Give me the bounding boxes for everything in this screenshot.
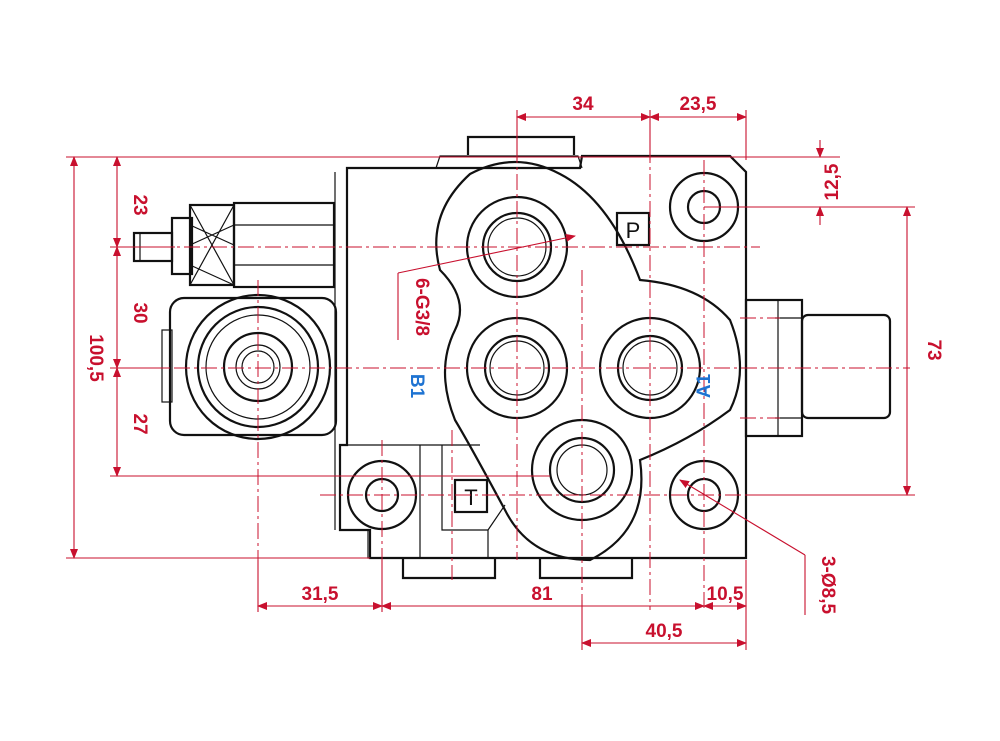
dim-23-left: 23 [129, 194, 150, 215]
center-lines [120, 120, 910, 650]
dimension-lines [70, 113, 911, 647]
dim-81: 81 [531, 584, 553, 605]
port-block-outline [435, 160, 742, 562]
dim-34: 34 [572, 94, 594, 115]
dim-23-5-top: 23,5 [680, 94, 717, 115]
dim-40-5: 40,5 [646, 621, 683, 642]
svg-text:P: P [626, 218, 641, 243]
p-marking: P [615, 211, 651, 247]
dim-100-5: 100,5 [85, 334, 106, 382]
hole-callout: 3-Ø8,5 [817, 556, 838, 615]
dim-30: 30 [129, 302, 150, 323]
svg-text:T: T [464, 485, 477, 510]
spool-cap-left [161, 293, 338, 441]
dim-12-5: 12,5 [822, 163, 843, 200]
dim-31-5: 31,5 [302, 584, 339, 605]
dim-73: 73 [923, 339, 944, 360]
dim-27: 27 [129, 413, 150, 434]
port-label-a1: A1 [694, 373, 715, 398]
dim-10-5: 10,5 [707, 584, 744, 605]
relief-valve [132, 201, 336, 289]
leader-lines [397, 233, 806, 615]
port-label-b1: B1 [406, 374, 427, 399]
thread-callout: 6-G3/8 [411, 278, 432, 336]
extension-lines [66, 110, 915, 650]
t-marking: T [453, 478, 489, 514]
